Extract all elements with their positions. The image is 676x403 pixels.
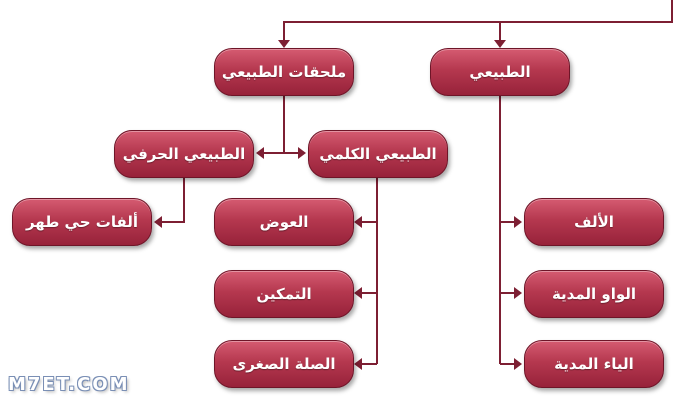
connector-harfi-to-alfat	[160, 178, 185, 223]
arrow-to-kalimi	[298, 147, 306, 159]
node-tamkin: التمكين	[214, 270, 354, 318]
node-kalimi: الطبيعي الكلمي	[308, 130, 448, 178]
node-alfat: ألفات حي طهر	[12, 198, 152, 246]
arrow-to-waw	[514, 287, 522, 299]
connector-mulhaqat-branch	[283, 96, 300, 154]
node-waw: الواو المدية	[524, 270, 664, 318]
arrow-to-alif	[514, 216, 522, 228]
connector-top-bus	[283, 0, 673, 42]
arrow-to-sila	[354, 358, 362, 370]
arrow-to-iwad	[354, 216, 362, 228]
node-ya: الياء المدية	[524, 340, 664, 388]
node-iwad: العوض	[214, 198, 354, 246]
arrow-to-tamkin	[354, 287, 362, 299]
node-tabii: الطبيعي	[430, 48, 570, 96]
node-harfi: الطبيعي الحرفي	[114, 130, 254, 178]
arrow-to-mulhaqat	[278, 40, 290, 48]
arrow-to-alfat	[154, 216, 162, 228]
node-mulhaqat: ملحقات الطبيعي	[214, 48, 354, 96]
arrow-to-harfi	[256, 147, 264, 159]
watermark-logo: M7ET.COM	[8, 374, 130, 395]
node-sila: الصلة الصغرى	[214, 340, 354, 388]
arrow-to-ya	[514, 358, 522, 370]
node-alif: الألف	[524, 198, 664, 246]
arrow-to-tabii	[494, 40, 506, 48]
